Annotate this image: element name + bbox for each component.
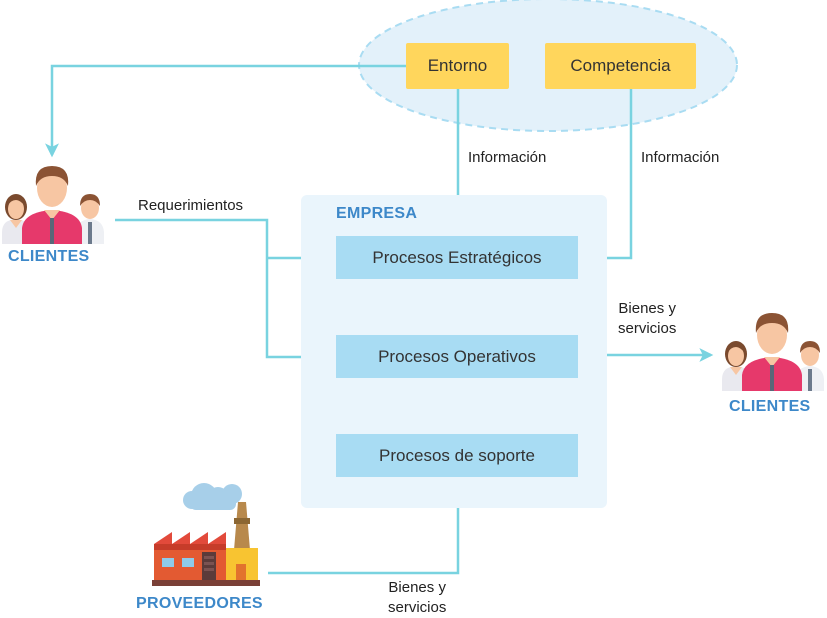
people-group-icon (722, 313, 824, 391)
bienes-out-label: Bienes y servicios (618, 299, 676, 339)
bienes-in-line1: Bienes y (388, 579, 446, 596)
procesos-operativos-label: Procesos Operativos (378, 346, 536, 366)
procesos-estrategicos-box: Procesos Estratégicos (336, 236, 578, 279)
procesos-soporte-box: Procesos de soporte (336, 434, 578, 477)
proveedores-label: PROVEEDORES (136, 595, 263, 612)
empresa-title: EMPRESA (336, 205, 418, 222)
factory-icon (152, 483, 260, 586)
info-label-competencia: Información (641, 149, 720, 166)
requerimientos-line (115, 218, 329, 364)
procesos-operativos-box: Procesos Operativos (336, 335, 578, 378)
competencia-label: Competencia (570, 56, 671, 75)
entorno-box: Entorno (406, 43, 509, 89)
bienes-in-label: Bienes y servicios (388, 578, 446, 618)
bienes-out-line1: Bienes y (618, 300, 676, 317)
procesos-soporte-label: Procesos de soporte (379, 445, 535, 465)
people-group-icon (2, 166, 104, 244)
clientes-left-label: CLIENTES (8, 248, 90, 265)
procesos-estrategicos-label: Procesos Estratégicos (372, 247, 542, 267)
bienes-in-line2: servicios (388, 599, 447, 616)
bienes-in-line (268, 482, 465, 575)
clientes-right-label: CLIENTES (729, 398, 811, 415)
bienes-out-line2: servicios (618, 320, 677, 337)
entorno-label: Entorno (427, 56, 488, 75)
competencia-box: Competencia (545, 43, 696, 89)
entorno-to-clientes-line (45, 64, 406, 158)
requerimientos-label: Requerimientos (138, 197, 244, 214)
info-label-entorno: Información (468, 149, 547, 166)
